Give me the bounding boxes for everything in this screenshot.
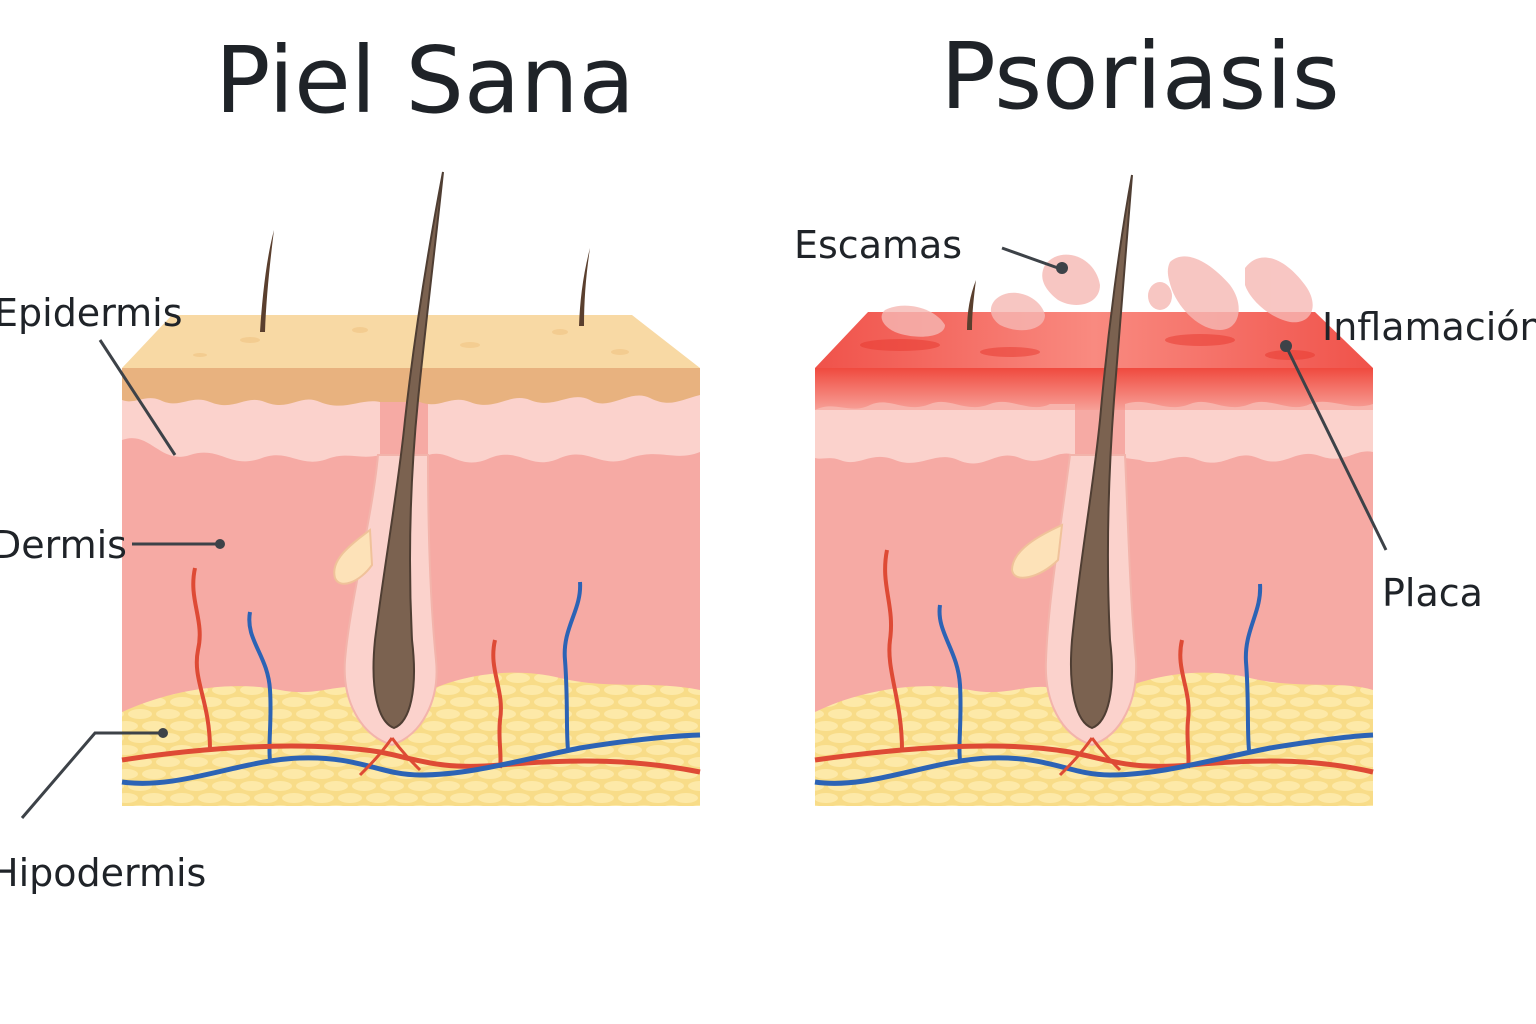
healthy-sebaceous-gland bbox=[333, 528, 374, 585]
healthy-artery bbox=[121, 743, 701, 775]
psoriasis-skin-block bbox=[814, 174, 1374, 806]
psoriasis-small-hair bbox=[967, 280, 976, 330]
healthy-hypodermis-layer bbox=[122, 672, 700, 806]
escamas-label: Escamas bbox=[794, 223, 962, 267]
dermis-callout: Dermis bbox=[0, 523, 225, 567]
healthy-small-hair bbox=[579, 248, 590, 326]
healthy-skin-surface bbox=[122, 315, 700, 368]
psoriasis-inflamed-surface bbox=[815, 312, 1373, 368]
healthy-hair-shaft bbox=[372, 171, 444, 730]
escamas-callout: Escamas bbox=[794, 223, 1068, 274]
dermis-label: Dermis bbox=[0, 523, 127, 567]
healthy-skin-block bbox=[121, 171, 701, 806]
psoriasis-epidermis-band bbox=[815, 368, 1373, 410]
inflamacion-label: Inflamación bbox=[1322, 305, 1536, 349]
epidermis-label: Epidermis bbox=[0, 291, 183, 335]
placa-label: Placa bbox=[1382, 571, 1483, 615]
placa-callout: Placa bbox=[1382, 571, 1483, 615]
epidermis-callout: Epidermis bbox=[0, 291, 183, 456]
hipodermis-callout: Hipodermis bbox=[0, 728, 206, 895]
psoriasis-scales bbox=[881, 254, 1313, 337]
inflamacion-callout: Inflamación bbox=[1280, 305, 1536, 551]
psoriasis-hair-shaft bbox=[1069, 174, 1133, 730]
healthy-small-hair bbox=[260, 230, 274, 332]
psoriasis-vein bbox=[814, 732, 1374, 786]
hipodermis-label: Hipodermis bbox=[0, 851, 206, 895]
healthy-skin-title: Piel Sana bbox=[215, 27, 635, 134]
healthy-vein bbox=[121, 732, 701, 786]
psoriasis-title: Psoriasis bbox=[940, 23, 1339, 130]
psoriasis-sebaceous-gland bbox=[1010, 523, 1064, 579]
